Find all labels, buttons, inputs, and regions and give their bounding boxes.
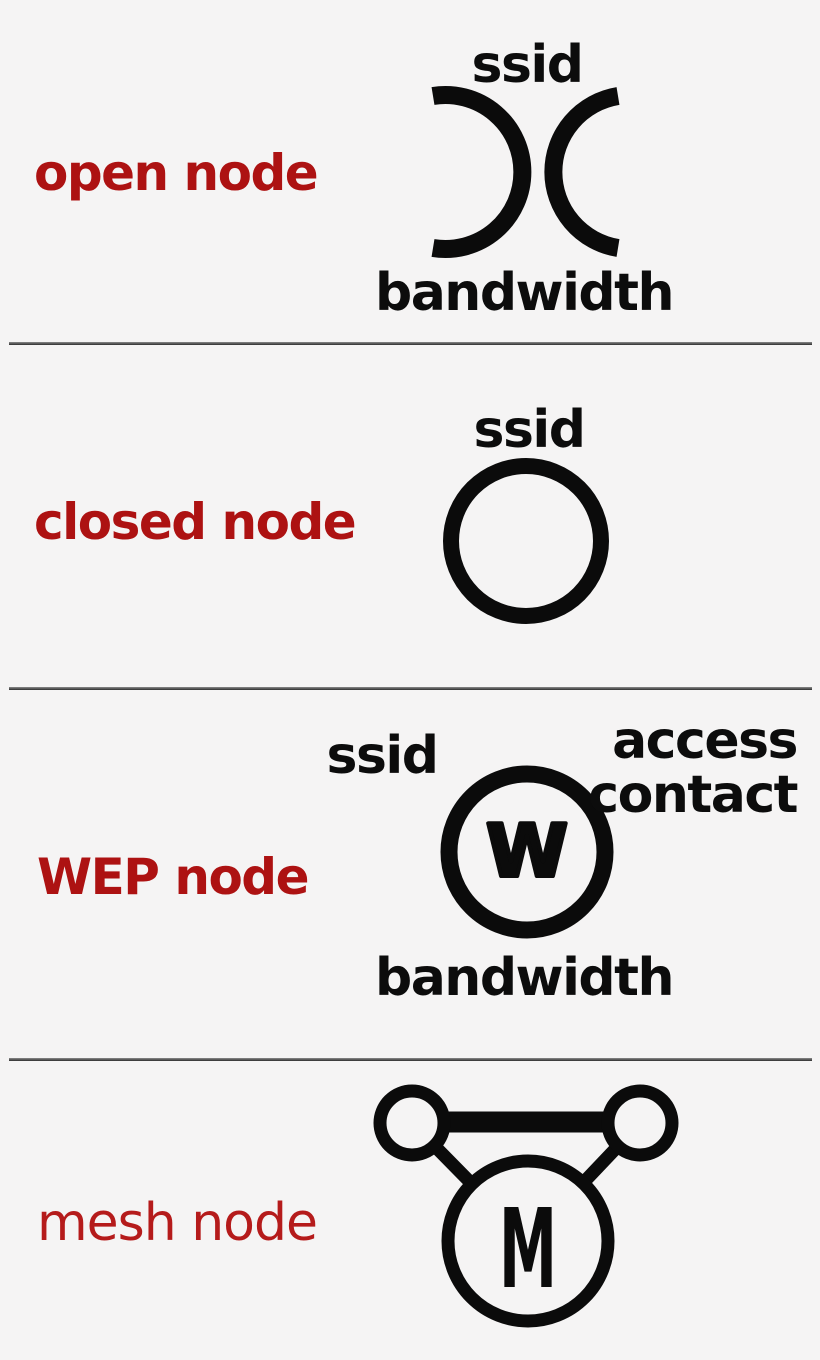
wep-node-contact-annotation: contact bbox=[588, 765, 798, 825]
wep-node-access-annotation: access bbox=[612, 711, 798, 771]
closed-node-circle bbox=[443, 458, 609, 624]
mesh-peer-circle-left bbox=[373, 1084, 451, 1162]
open-node-icon bbox=[431, 86, 620, 258]
wep-node-letter: W bbox=[486, 809, 568, 893]
closed-node-ssid-annotation: ssid bbox=[473, 400, 586, 460]
mesh-node-icon: M bbox=[373, 1084, 679, 1328]
mesh-node-circle bbox=[441, 1154, 615, 1328]
open-node-right-arc bbox=[544, 87, 620, 257]
open-node-left-arc bbox=[431, 86, 532, 258]
section-divider bbox=[9, 1058, 812, 1061]
wep-node-ssid-annotation: ssid bbox=[326, 726, 439, 786]
mesh-node-letter: M bbox=[499, 1185, 557, 1313]
open-node-bandwidth-annotation: bandwidth bbox=[374, 263, 675, 323]
closed-node-label: closed node bbox=[34, 493, 357, 551]
closed-node-icon bbox=[443, 458, 609, 624]
section-divider bbox=[9, 342, 812, 345]
mesh-peer-circle-right bbox=[601, 1084, 679, 1162]
mesh-node-label: mesh node bbox=[37, 1193, 318, 1253]
wep-node-circle bbox=[440, 765, 614, 939]
open-node-ssid-annotation: ssid bbox=[471, 35, 584, 95]
section-divider bbox=[9, 687, 812, 690]
wep-node-icon: W bbox=[440, 765, 614, 939]
wep-node-label: WEP node bbox=[37, 848, 310, 906]
open-node-label: open node bbox=[34, 144, 319, 202]
wep-node-bandwidth-annotation: bandwidth bbox=[374, 948, 675, 1008]
